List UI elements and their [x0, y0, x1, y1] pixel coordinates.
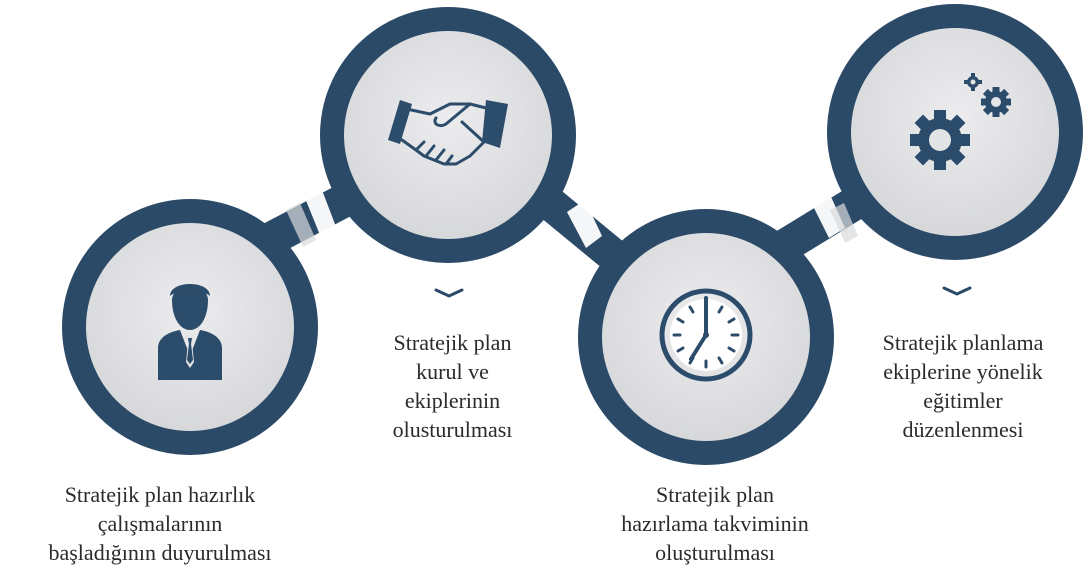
step-1-caption: Stratejik plan hazırlık çalışmalarının b… [0, 480, 320, 567]
caption-line: çalışmalarının [97, 511, 223, 536]
caption-line: düzenlenmesi [902, 417, 1024, 442]
caption-line: oluşturulması [655, 540, 775, 565]
chevron-down-icon [942, 286, 972, 296]
businessman-icon [158, 284, 222, 380]
caption-line: Stratejik plan hazırlık [64, 482, 256, 507]
clock-icon [659, 288, 753, 382]
caption-line: Stratejik plan [393, 330, 512, 355]
caption-line: ekiplerinin [404, 388, 501, 413]
caption-line: Stratejik plan [656, 482, 774, 507]
caption-line: başladığının duyurulması [48, 540, 272, 565]
chevron-down-icon [434, 288, 464, 298]
step-4-caption: Stratejik planlama ekiplerine yönelik eğ… [843, 328, 1083, 444]
caption-line: hazırlama takviminin [621, 511, 809, 536]
caption-line: ekiplerine yönelik [883, 359, 1043, 384]
step-3-caption: Stratejik plan hazırlama takviminin oluş… [565, 480, 865, 567]
caption-line: Stratejik planlama [882, 330, 1044, 355]
step-2-circle [320, 7, 576, 263]
caption-line: eğitimler [923, 388, 1003, 413]
step-2-caption: Stratejik plan kurul ve ekiplerinin olus… [330, 328, 575, 444]
handshake-icon [388, 100, 508, 166]
caption-line: kurul ve [416, 359, 489, 384]
caption-line: olusturulması [392, 417, 513, 442]
